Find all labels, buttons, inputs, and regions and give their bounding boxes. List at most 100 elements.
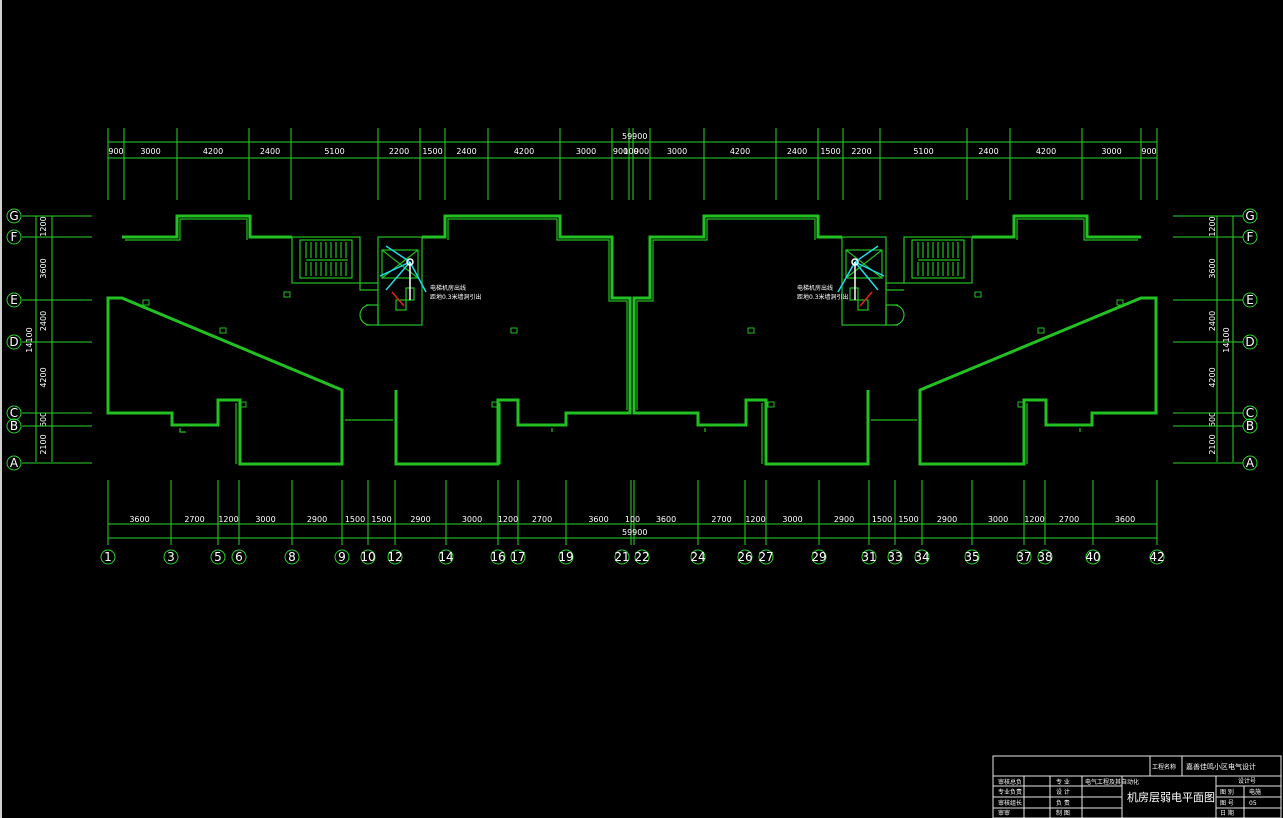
top-dim-label: 2200 [851, 147, 871, 156]
row-axis-label-left: F [11, 230, 18, 244]
annotation-left-2: 距地0.3米墙洞引出 [430, 293, 482, 301]
row-axis-label-right: D [1245, 335, 1254, 349]
top-dim-label: 2200 [389, 147, 409, 156]
stair-elevator-core-right [841, 236, 973, 326]
column-axis-label: 14 [438, 550, 453, 564]
stair-elevator-core-left [291, 236, 423, 326]
column-axis-label: 26 [737, 550, 752, 564]
project-label: 工程名称 [1152, 763, 1176, 771]
top-dim-label: 2400 [787, 147, 807, 156]
top-dim-label: 4200 [514, 147, 534, 156]
top-dimension-lines [107, 128, 1158, 200]
row-axis-label-left: G [9, 209, 18, 223]
column-axis-bubble: 21 [614, 549, 630, 565]
column-axis-label: 38 [1037, 550, 1052, 564]
tb-right-value: 05 [1249, 800, 1257, 807]
column-axis-bubble: 40 [1085, 549, 1101, 565]
column-axis-label: 16 [490, 550, 505, 564]
bottom-dim-label: 1200 [1024, 515, 1044, 524]
bottom-dim-label: 100 [625, 515, 640, 524]
bottom-dim-label: 2700 [711, 515, 731, 524]
column-axis-bubble: 22 [634, 549, 650, 565]
column-axis-label: 31 [861, 550, 876, 564]
bottom-dim-label: 1500 [371, 515, 391, 524]
bottom-dim-label: 3600 [656, 515, 676, 524]
row-axis-label-right: C [1246, 406, 1254, 420]
column-axis-label: 29 [811, 550, 826, 564]
right-dim-label: 2100 [1208, 434, 1217, 454]
top-dim-label: 2400 [260, 147, 280, 156]
top-dim-label: 4200 [730, 147, 750, 156]
column-axis-bubble: 19 [558, 549, 574, 565]
bottom-dim-label: 2900 [937, 515, 957, 524]
top-dim-label: 900 [108, 147, 123, 156]
column-axis-bubble: 42 [1149, 549, 1165, 565]
column-axis-label: 37 [1016, 550, 1031, 564]
top-dim-label: 3000 [667, 147, 687, 156]
tb-left-b: 设 计 [1056, 788, 1070, 796]
row-axis-label-right: F [1247, 230, 1254, 244]
column-axis-bubble: 27 [758, 549, 774, 565]
total-dim-bottom: 59900 [622, 528, 647, 537]
column-axis-label: 22 [634, 550, 649, 564]
column-axis-bubble: 3 [163, 549, 179, 565]
tb-left-a: 专业负责 [998, 788, 1022, 796]
inner-walls [125, 218, 1138, 464]
column-axis-bubble: 17 [510, 549, 526, 565]
tb-left-b: 专 业 [1056, 778, 1070, 786]
column-axis-label: 24 [690, 550, 705, 564]
bottom-dim-label: 2900 [307, 515, 327, 524]
top-dimension-labels: 900 3000 4200 2400 5100 2200 1500 2400 4200 3000 9… [108, 147, 1156, 156]
project-name: 嘉善佳鸣小区电气设计 [1186, 762, 1256, 771]
column-axis-label: 27 [758, 550, 773, 564]
tb-left-a: 审审 [998, 809, 1010, 817]
bottom-dim-label: 2900 [410, 515, 430, 524]
row-axis-label-left: A [10, 456, 19, 470]
bottom-dim-label: 3600 [588, 515, 608, 524]
top-dim-label: 1500 [422, 147, 442, 156]
column-axis-label: 5 [214, 550, 222, 564]
tb-right-value: 电施 [1249, 788, 1261, 796]
top-dim-label: 1500 [820, 147, 840, 156]
row-axis-label-right: A [1246, 456, 1255, 470]
column-axis-bubble: 34 [914, 549, 930, 565]
top-dim-label: 900 [613, 147, 628, 156]
title-block [992, 755, 1282, 818]
bottom-dim-label: 3000 [462, 515, 482, 524]
tb-left-a: 审核总负 [998, 778, 1022, 786]
column-axis-bubble: 9 [334, 549, 350, 565]
top-dim-label: 3000 [140, 147, 160, 156]
column-axis-label: 34 [914, 550, 929, 564]
top-dim-label: 4200 [203, 147, 223, 156]
column-axis-bubble: 29 [811, 549, 827, 565]
room-marks [142, 291, 1124, 408]
column-axis-label: 40 [1085, 550, 1100, 564]
column-axis-label: 42 [1149, 550, 1164, 564]
right-dim-label: 600 [1208, 412, 1217, 427]
right-dim-label: 1200 [1208, 216, 1217, 236]
total-dim-top: 59900 [622, 132, 647, 141]
bottom-dim-label: 2900 [834, 515, 854, 524]
column-axis-bubble: 5 [210, 549, 226, 565]
left-dim-label: 4200 [39, 367, 48, 387]
side-dimension-lines [35, 216, 1234, 462]
row-axis-label-left: E [10, 293, 18, 307]
right-total-dim: 14100 [1222, 327, 1231, 352]
top-dim-label: 3000 [576, 147, 596, 156]
column-axis-label: 33 [887, 550, 902, 564]
column-axis-bubble: 12 [387, 549, 403, 565]
left-dim-label: 1200 [39, 216, 48, 236]
top-dim-label: 2400 [456, 147, 476, 156]
column-axis-bubble: 24 [690, 549, 706, 565]
column-axis-label: 21 [614, 550, 629, 564]
drawing-title: 机房层弱电平面图 [1127, 790, 1215, 804]
top-dim-label: 4200 [1036, 147, 1056, 156]
column-axis-bubble: 37 [1016, 549, 1032, 565]
top-dim-label: 5100 [913, 147, 933, 156]
column-axis-label: 17 [510, 550, 525, 564]
